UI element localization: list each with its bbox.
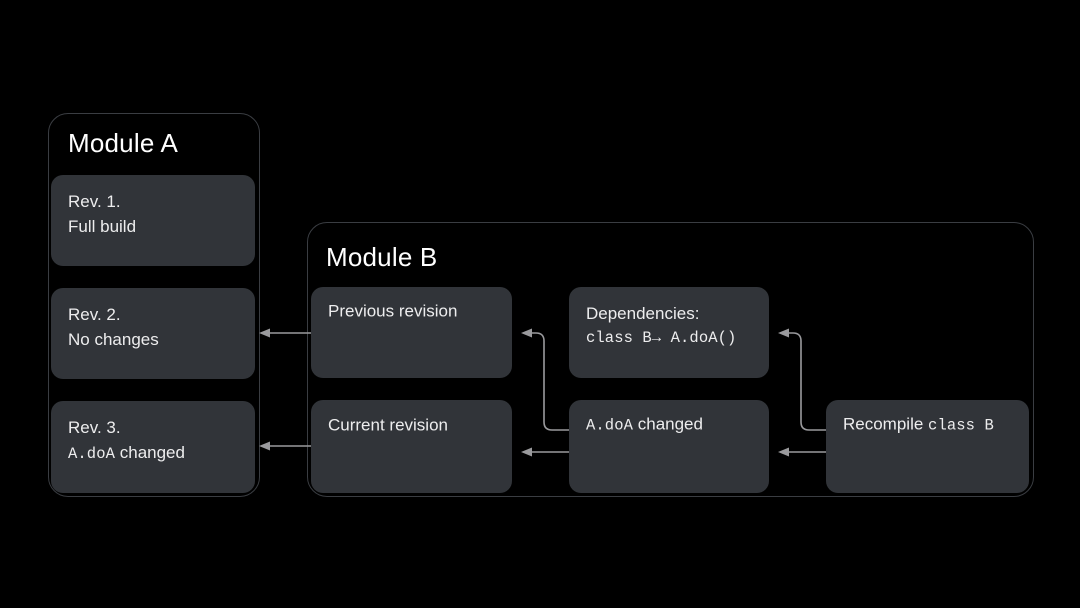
node-a-doa-changed: A.doA changed	[569, 400, 769, 493]
recompile-label: Recompile class B	[843, 411, 1017, 438]
dependencies-label: Dependencies:	[586, 304, 700, 323]
a-doa-changed-suffix: changed	[633, 414, 703, 433]
node-current-revision: Current revision	[311, 400, 512, 493]
recompile-prefix: Recompile	[843, 414, 929, 433]
rev-3-line-2: A.doA changed	[68, 440, 243, 467]
rev-3-symbol: A.doA	[68, 445, 116, 463]
node-rev-1: Rev. 1. Full build	[51, 175, 255, 266]
node-recompile-class-b: Recompile class B	[826, 400, 1029, 493]
rev-2-line-1: Rev. 2.	[68, 305, 121, 324]
connector-previous-revision-to-rev-2	[259, 328, 311, 338]
node-rev-3: Rev. 3. A.doA changed	[51, 401, 255, 493]
previous-revision-label: Previous revision	[328, 301, 458, 320]
rev-3-line-1: Rev. 3.	[68, 418, 121, 437]
rev-1-line-1: Rev. 1.	[68, 192, 121, 211]
node-previous-revision: Previous revision	[311, 287, 512, 378]
rev-1-line-2: Full build	[68, 217, 137, 236]
current-revision-label: Current revision	[328, 415, 448, 434]
a-doa-changed-label: A.doA changed	[586, 411, 757, 438]
node-rev-2: Rev. 2. No changes	[51, 288, 255, 379]
dependencies-expression: class B→ A.doA()	[586, 329, 737, 347]
a-doa-changed-symbol: A.doA	[586, 416, 634, 434]
connector-current-revision-to-rev-3	[259, 441, 311, 451]
node-dependencies: Dependencies: class B→ A.doA()	[569, 287, 769, 378]
rev-2-line-2: No changes	[68, 330, 159, 349]
module-a-title: Module A	[68, 128, 179, 158]
recompile-symbol: class B	[928, 416, 994, 434]
module-b-title: Module B	[326, 242, 438, 272]
rev-3-suffix: changed	[115, 443, 185, 462]
